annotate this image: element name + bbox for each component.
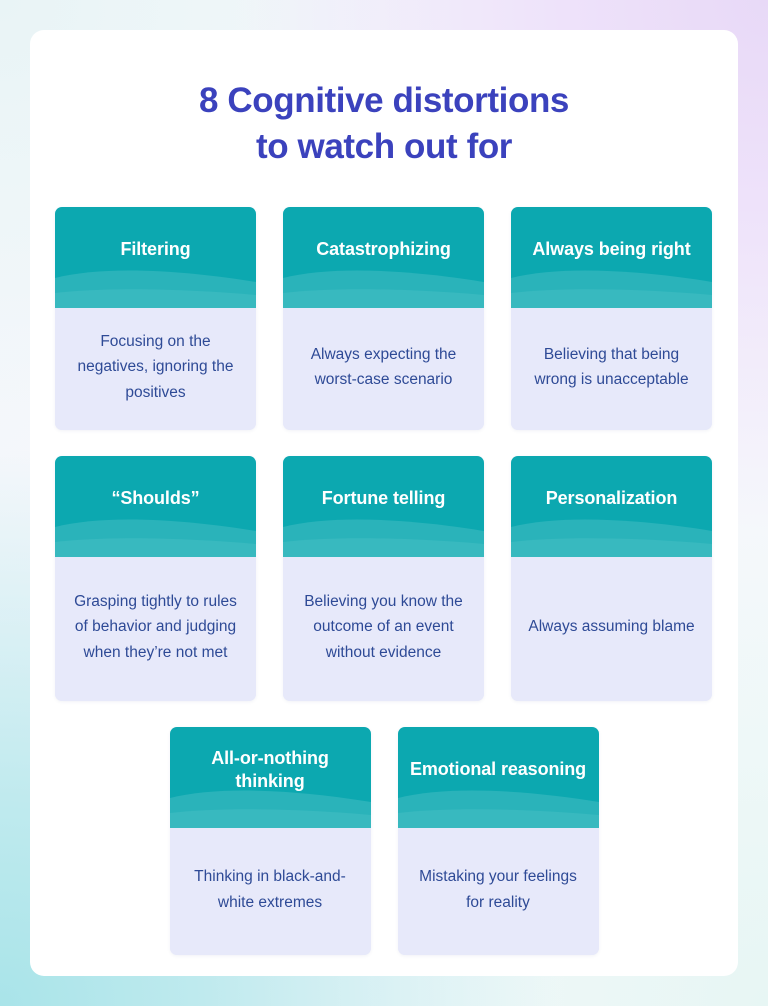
card-header: Emotional reasoning xyxy=(397,727,599,828)
card-description: Believing that being wrong is unacceptab… xyxy=(534,345,689,388)
card-title: “Shoulds” xyxy=(111,488,200,509)
distortion-card-personalization[interactable]: Personalization Always assuming blame xyxy=(511,456,712,701)
wave-decoration-icon xyxy=(511,519,712,557)
wave-decoration-icon xyxy=(283,519,484,557)
card-title: Always being right xyxy=(532,239,691,260)
distortion-card-grid: Filtering Focusing on the negatives, ign… xyxy=(55,207,713,981)
card-title: Catastrophizing xyxy=(316,239,451,260)
distortion-card-emotional-reasoning[interactable]: Emotional reasoning Mistaking your feeli… xyxy=(397,727,599,955)
card-header: Catastrophizing xyxy=(283,207,484,308)
card-header: “Shoulds” xyxy=(55,456,256,557)
page-title-line-1: 8 Cognitive distortions xyxy=(199,81,569,120)
card-title: Filtering xyxy=(120,239,191,260)
card-header: All-or-nothing thinking xyxy=(169,727,371,828)
card-title: All-or-nothing thinking xyxy=(211,748,329,791)
card-description: Grasping tightly to rules of behavior an… xyxy=(74,593,237,661)
card-body: Focusing on the negatives, ignoring the … xyxy=(55,308,256,430)
distortion-card-shoulds[interactable]: “Shoulds” Grasping tightly to rules of b… xyxy=(55,456,256,701)
card-body: Thinking in black-and-white extremes xyxy=(169,828,371,955)
card-description: Focusing on the negatives, ignoring the … xyxy=(77,333,234,401)
card-description: Always expecting the worst-case scenario xyxy=(310,345,457,388)
wave-decoration-icon xyxy=(283,270,484,308)
poster-panel: 8 Cognitive distortions to watch out for… xyxy=(30,30,738,976)
card-body: Believing that being wrong is unacceptab… xyxy=(511,308,712,430)
card-header: Always being right xyxy=(511,207,712,308)
card-body: Believing you know the outcome of an eve… xyxy=(283,557,484,701)
page-title-line-2: to watch out for xyxy=(255,127,513,167)
card-body: Always assuming blame xyxy=(511,557,712,701)
wave-decoration-icon xyxy=(397,790,599,828)
wave-decoration-icon xyxy=(55,519,256,557)
card-header: Filtering xyxy=(55,207,256,308)
distortion-card-filtering[interactable]: Filtering Focusing on the negatives, ign… xyxy=(55,207,256,430)
card-header: Fortune telling xyxy=(283,456,484,557)
card-body: Always expecting the worst-case scenario xyxy=(283,308,484,430)
card-description: Always assuming blame xyxy=(528,618,695,636)
wave-decoration-icon xyxy=(169,790,371,828)
distortion-card-fortune-telling[interactable]: Fortune telling Believing you know the o… xyxy=(283,456,484,701)
card-description: Believing you know the outcome of an eve… xyxy=(304,593,463,661)
card-row-2: “Shoulds” Grasping tightly to rules of b… xyxy=(55,456,713,701)
card-header: Personalization xyxy=(511,456,712,557)
card-body: Grasping tightly to rules of behavior an… xyxy=(55,557,256,701)
card-row-1: Filtering Focusing on the negatives, ign… xyxy=(55,207,713,430)
page-title: 8 Cognitive distortions to watch out for xyxy=(30,78,738,170)
distortion-card-catastrophizing[interactable]: Catastrophizing Always expecting the wor… xyxy=(283,207,484,430)
card-description: Mistaking your feelings for reality xyxy=(419,868,577,911)
card-title: Emotional reasoning xyxy=(409,759,587,780)
card-row-3: All-or-nothing thinking Thinking in blac… xyxy=(55,727,713,955)
distortion-card-always-being-right[interactable]: Always being right Believing that being … xyxy=(511,207,712,430)
card-body: Mistaking your feelings for reality xyxy=(397,828,599,955)
card-title: Fortune telling xyxy=(321,488,446,509)
wave-decoration-icon xyxy=(55,270,256,308)
card-description: Thinking in black-and-white extremes xyxy=(194,868,346,911)
wave-decoration-icon xyxy=(511,270,712,308)
card-title: Personalization xyxy=(545,488,678,509)
distortion-card-all-or-nothing-thinking[interactable]: All-or-nothing thinking Thinking in blac… xyxy=(169,727,371,955)
